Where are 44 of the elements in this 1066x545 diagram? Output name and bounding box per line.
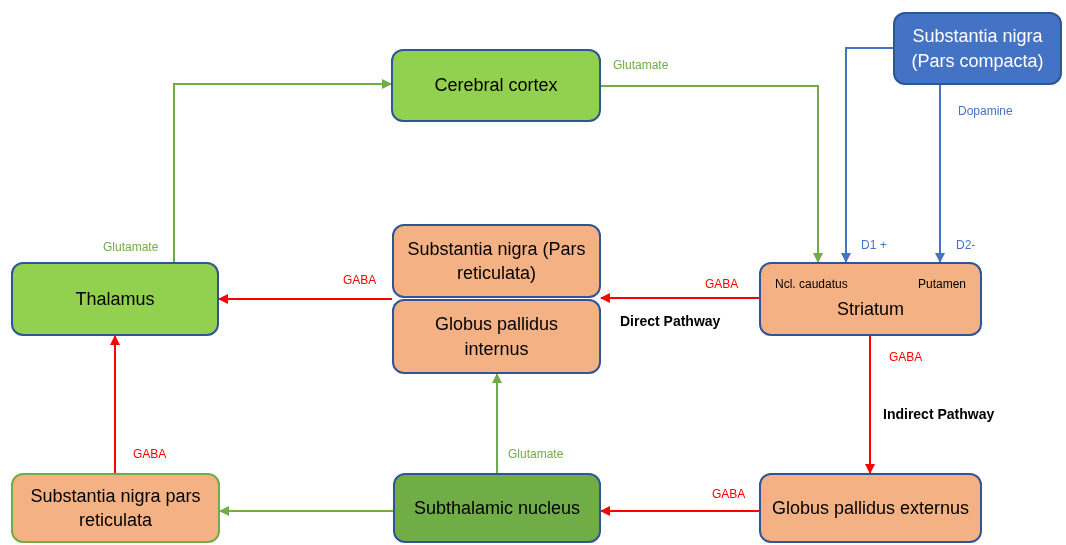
brain-region-box bbox=[11, 473, 220, 543]
edge-label: GABA bbox=[704, 277, 740, 291]
brain-region-box bbox=[392, 299, 601, 374]
edge-label: GABA bbox=[342, 273, 378, 287]
brain-region-box bbox=[392, 224, 601, 298]
subregion-label: Ncl. caudatus bbox=[775, 276, 848, 291]
arrow bbox=[935, 84, 945, 263]
pathway-label: Direct Pathway bbox=[620, 313, 721, 329]
region-name: Cerebral cortex bbox=[433, 74, 559, 98]
region-name: Substantia nigra pars reticulata bbox=[29, 484, 202, 532]
arrow bbox=[173, 79, 392, 263]
arrow bbox=[600, 293, 760, 303]
pathway-label: Indirect Pathway bbox=[883, 406, 995, 422]
arrow bbox=[865, 335, 875, 474]
arrow bbox=[841, 47, 894, 263]
edge-label: GABA bbox=[888, 350, 924, 364]
brain-region-box bbox=[11, 262, 219, 336]
edge-label: Glutamate bbox=[102, 240, 160, 254]
arrow bbox=[110, 335, 120, 474]
region-name: Subthalamic nucleus bbox=[412, 496, 582, 520]
neurotransmitter-label: Dopamine bbox=[958, 104, 1013, 118]
brain-region-box bbox=[391, 49, 601, 122]
arrow bbox=[218, 294, 393, 304]
brain-region-box bbox=[759, 473, 982, 543]
brain-region-box bbox=[393, 473, 601, 543]
edge-label: Glutamate bbox=[612, 58, 670, 72]
region-name: Substantia nigra (Pars reticulata) bbox=[406, 237, 587, 285]
region-name: Globus pallidus externus bbox=[770, 496, 971, 520]
region-name: Substantia nigra (Pars compacta) bbox=[910, 25, 1045, 73]
brain-region-box bbox=[759, 262, 982, 336]
edge-label: D1 + bbox=[860, 238, 888, 252]
edge-label: D2- bbox=[955, 238, 977, 252]
edge-label: GABA bbox=[711, 487, 747, 501]
arrow bbox=[600, 506, 760, 516]
region-name: Thalamus bbox=[74, 287, 156, 311]
brain-region-box bbox=[893, 12, 1062, 85]
arrow bbox=[219, 506, 394, 516]
arrow bbox=[492, 373, 502, 474]
arrow bbox=[600, 85, 823, 263]
edge-label: GABA bbox=[132, 447, 168, 461]
region-name: Globus pallidus internus bbox=[433, 313, 560, 361]
region-name: Striatum bbox=[836, 297, 905, 321]
edge-label: Glutamate bbox=[507, 447, 565, 461]
subregion-label: Putamen bbox=[917, 276, 966, 291]
